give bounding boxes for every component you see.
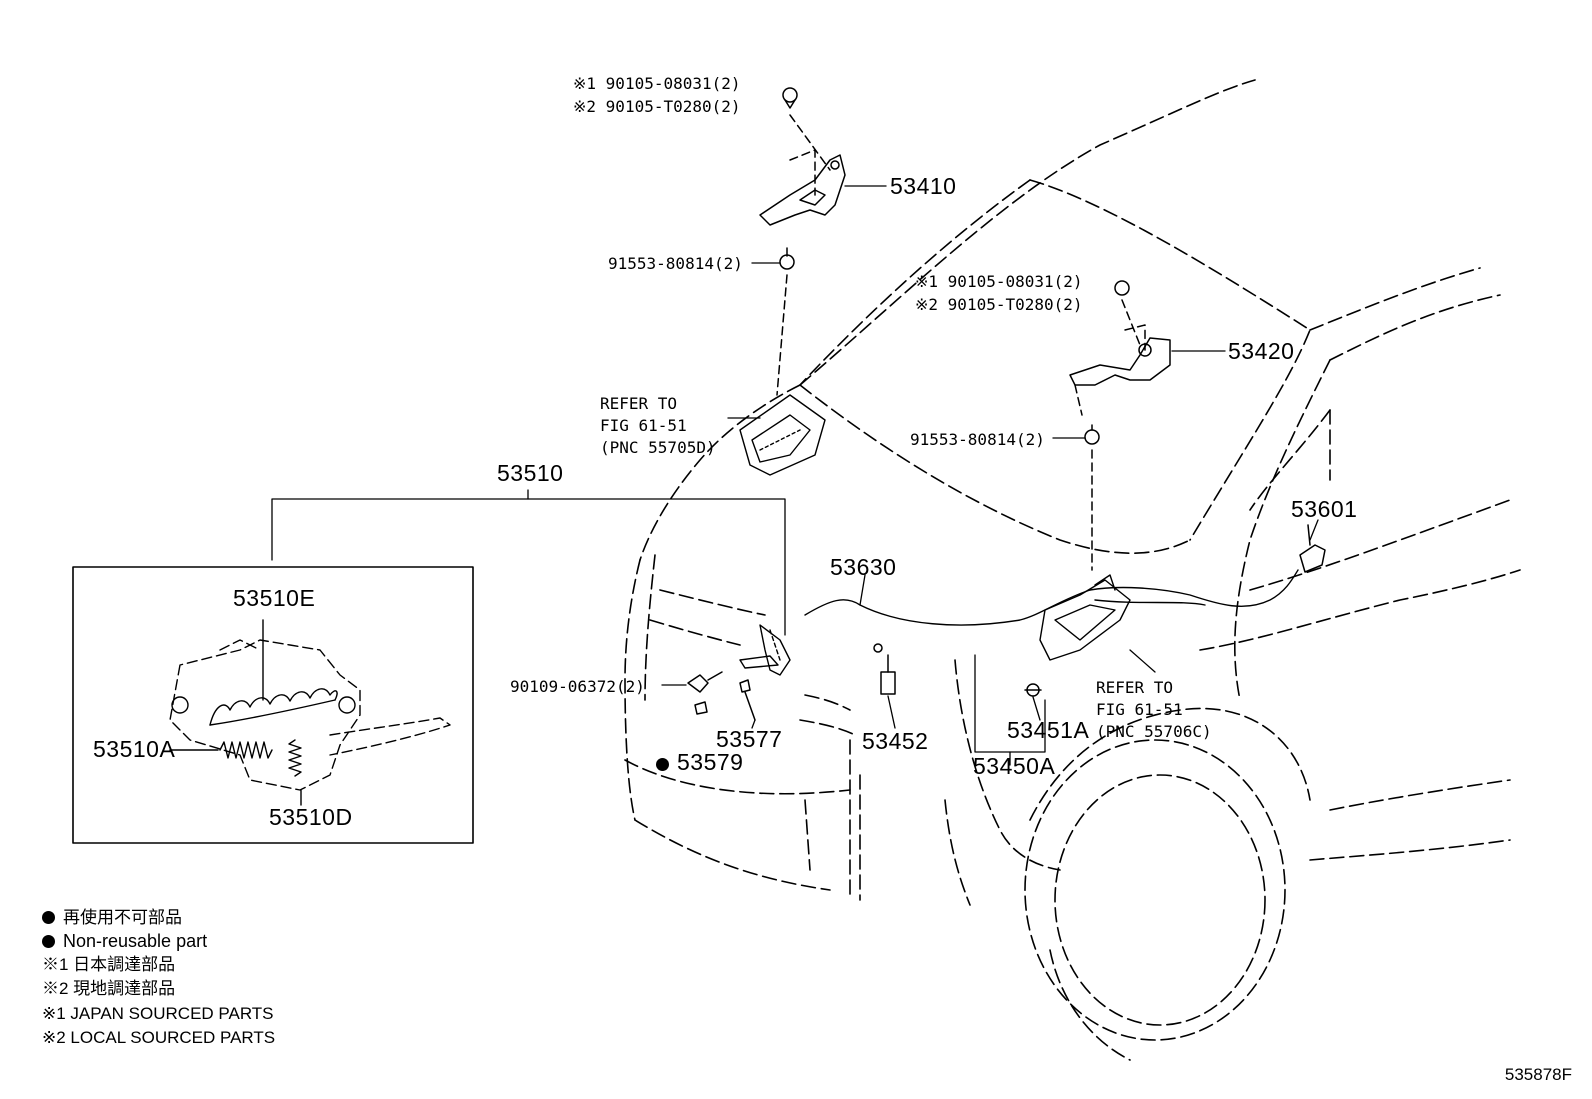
part-label-53510a[interactable]: 53510A [93,736,176,762]
part-53577 [739,679,756,721]
latch-assembly-right [1039,574,1131,661]
refer-left-line3: (PNC 55705D) [600,438,716,457]
part-90109-bolt [687,671,723,693]
part-label-53577[interactable]: 53577 [716,726,783,752]
part-label-53410[interactable]: 53410 [890,173,957,199]
part-53579 [694,701,708,715]
legend-note2-jp: ※2 現地調達部品 [42,978,176,998]
non-reusable-dot-icon [656,758,669,771]
hinge-right-bolt-line2: ※2 90105-T0280(2) [915,295,1083,314]
legend-note2-en: ※2 LOCAL SOURCED PARTS [42,1027,276,1047]
legend-text: Non-reusable part [63,930,208,951]
part-53579-text: 53579 [677,749,744,775]
legend-non-reusable-en: Non-reusable part [42,930,275,954]
refer-right-line2[interactable]: FIG 61-51 [1096,700,1183,719]
refer-left-line2[interactable]: FIG 61-51 [600,416,687,435]
part-label-53601[interactable]: 53601 [1291,496,1358,522]
hinge-left-bolt-line2: ※2 90105-T0280(2) [573,97,741,116]
hinge-right-53420 [1069,280,1171,571]
hinge-right-bolt-line1: ※1 90105-08031(2) [915,272,1083,291]
part-label-53450a[interactable]: 53450A [973,753,1056,779]
hood-lock-bracket [739,624,791,676]
part-label-53420[interactable]: 53420 [1228,338,1295,364]
lock-assembly-detail [169,619,451,806]
hinge-left-nut-label[interactable]: 91553-80814(2) [608,254,743,273]
refer-right-line3: (PNC 55706C) [1096,722,1212,741]
part-label-53510e[interactable]: 53510E [233,585,316,611]
hood-bracket-left [739,394,826,476]
part-label-53630[interactable]: 53630 [830,554,897,580]
part-label-53510[interactable]: 53510 [497,460,564,486]
refer-right-line1: REFER TO [1096,678,1174,697]
part-label-53451a[interactable]: 53451A [1007,717,1090,743]
hinge-left-53410 [759,87,846,396]
legend-note1-jp: ※1 日本調達部品 [42,955,176,974]
refer-left-line1: REFER TO [600,394,678,413]
vehicle-outline [624,79,1521,1061]
legend-dot-icon [42,934,55,948]
part-label-53452[interactable]: 53452 [862,728,929,754]
hinge-right-nut-label[interactable]: 91553-80814(2) [910,430,1045,449]
part-53451a-grommet [1024,683,1042,697]
hinge-left-bolt-line1: ※1 90105-08031(2) [573,74,741,93]
lock-assembly-detail-box [72,566,474,844]
part-label-53579[interactable]: 53579 [656,749,744,775]
legend-text: 再使用不可部品 [63,908,182,927]
part-53452-clip [873,643,896,695]
legend-dot-icon [42,911,55,924]
legend: 再使用不可部品 Non-reusable part ※1 日本調達部品 ※2 現… [42,906,275,1049]
part-label-53510d[interactable]: 53510D [269,804,353,830]
leader-lines [271,185,1319,766]
part-53601-clip [1299,524,1326,573]
legend-note1-en: ※1 JAPAN SOURCED PARTS [42,1004,274,1023]
figure-id: 535878F [1504,1065,1572,1084]
legend-non-reusable-jp: 再使用不可部品 [42,906,275,930]
part-label-90109[interactable]: 90109-06372(2) [510,677,645,696]
